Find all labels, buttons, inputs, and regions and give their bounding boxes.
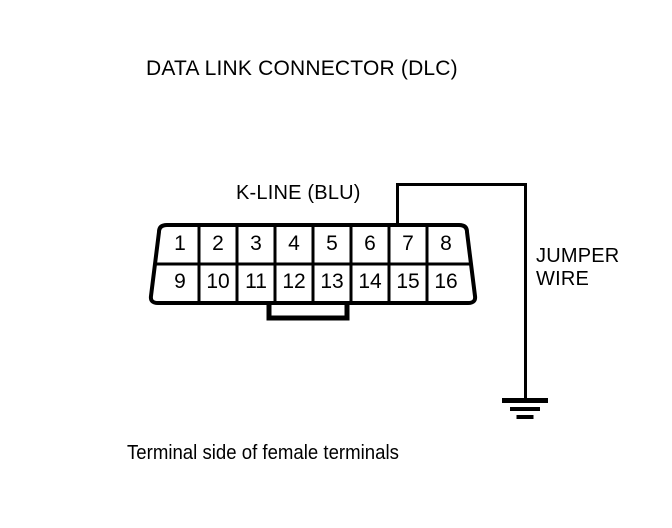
ground-symbol <box>495 398 555 422</box>
k-line-wire-stub <box>396 183 399 226</box>
page-title: DATA LINK CONNECTOR (DLC) <box>146 57 458 80</box>
connector-outline-svg <box>148 223 478 321</box>
jumper-wire-label-line1: JUMPER <box>536 245 620 267</box>
jumper-wire-label-line2: WIRE <box>536 268 590 290</box>
k-line-label: K-LINE (BLU) <box>236 182 361 204</box>
ground-bar-3 <box>516 415 534 419</box>
dlc-connector: 1 2 3 4 5 6 7 8 9 10 11 12 13 14 15 16 <box>148 222 478 321</box>
diagram-caption: Terminal side of female terminals <box>127 442 399 464</box>
k-line-wire-horizontal <box>396 183 527 186</box>
ground-bar-1 <box>502 398 548 403</box>
connector-keying-tab <box>266 303 350 321</box>
jumper-wire-vertical <box>524 183 527 400</box>
ground-bar-2 <box>510 407 540 411</box>
